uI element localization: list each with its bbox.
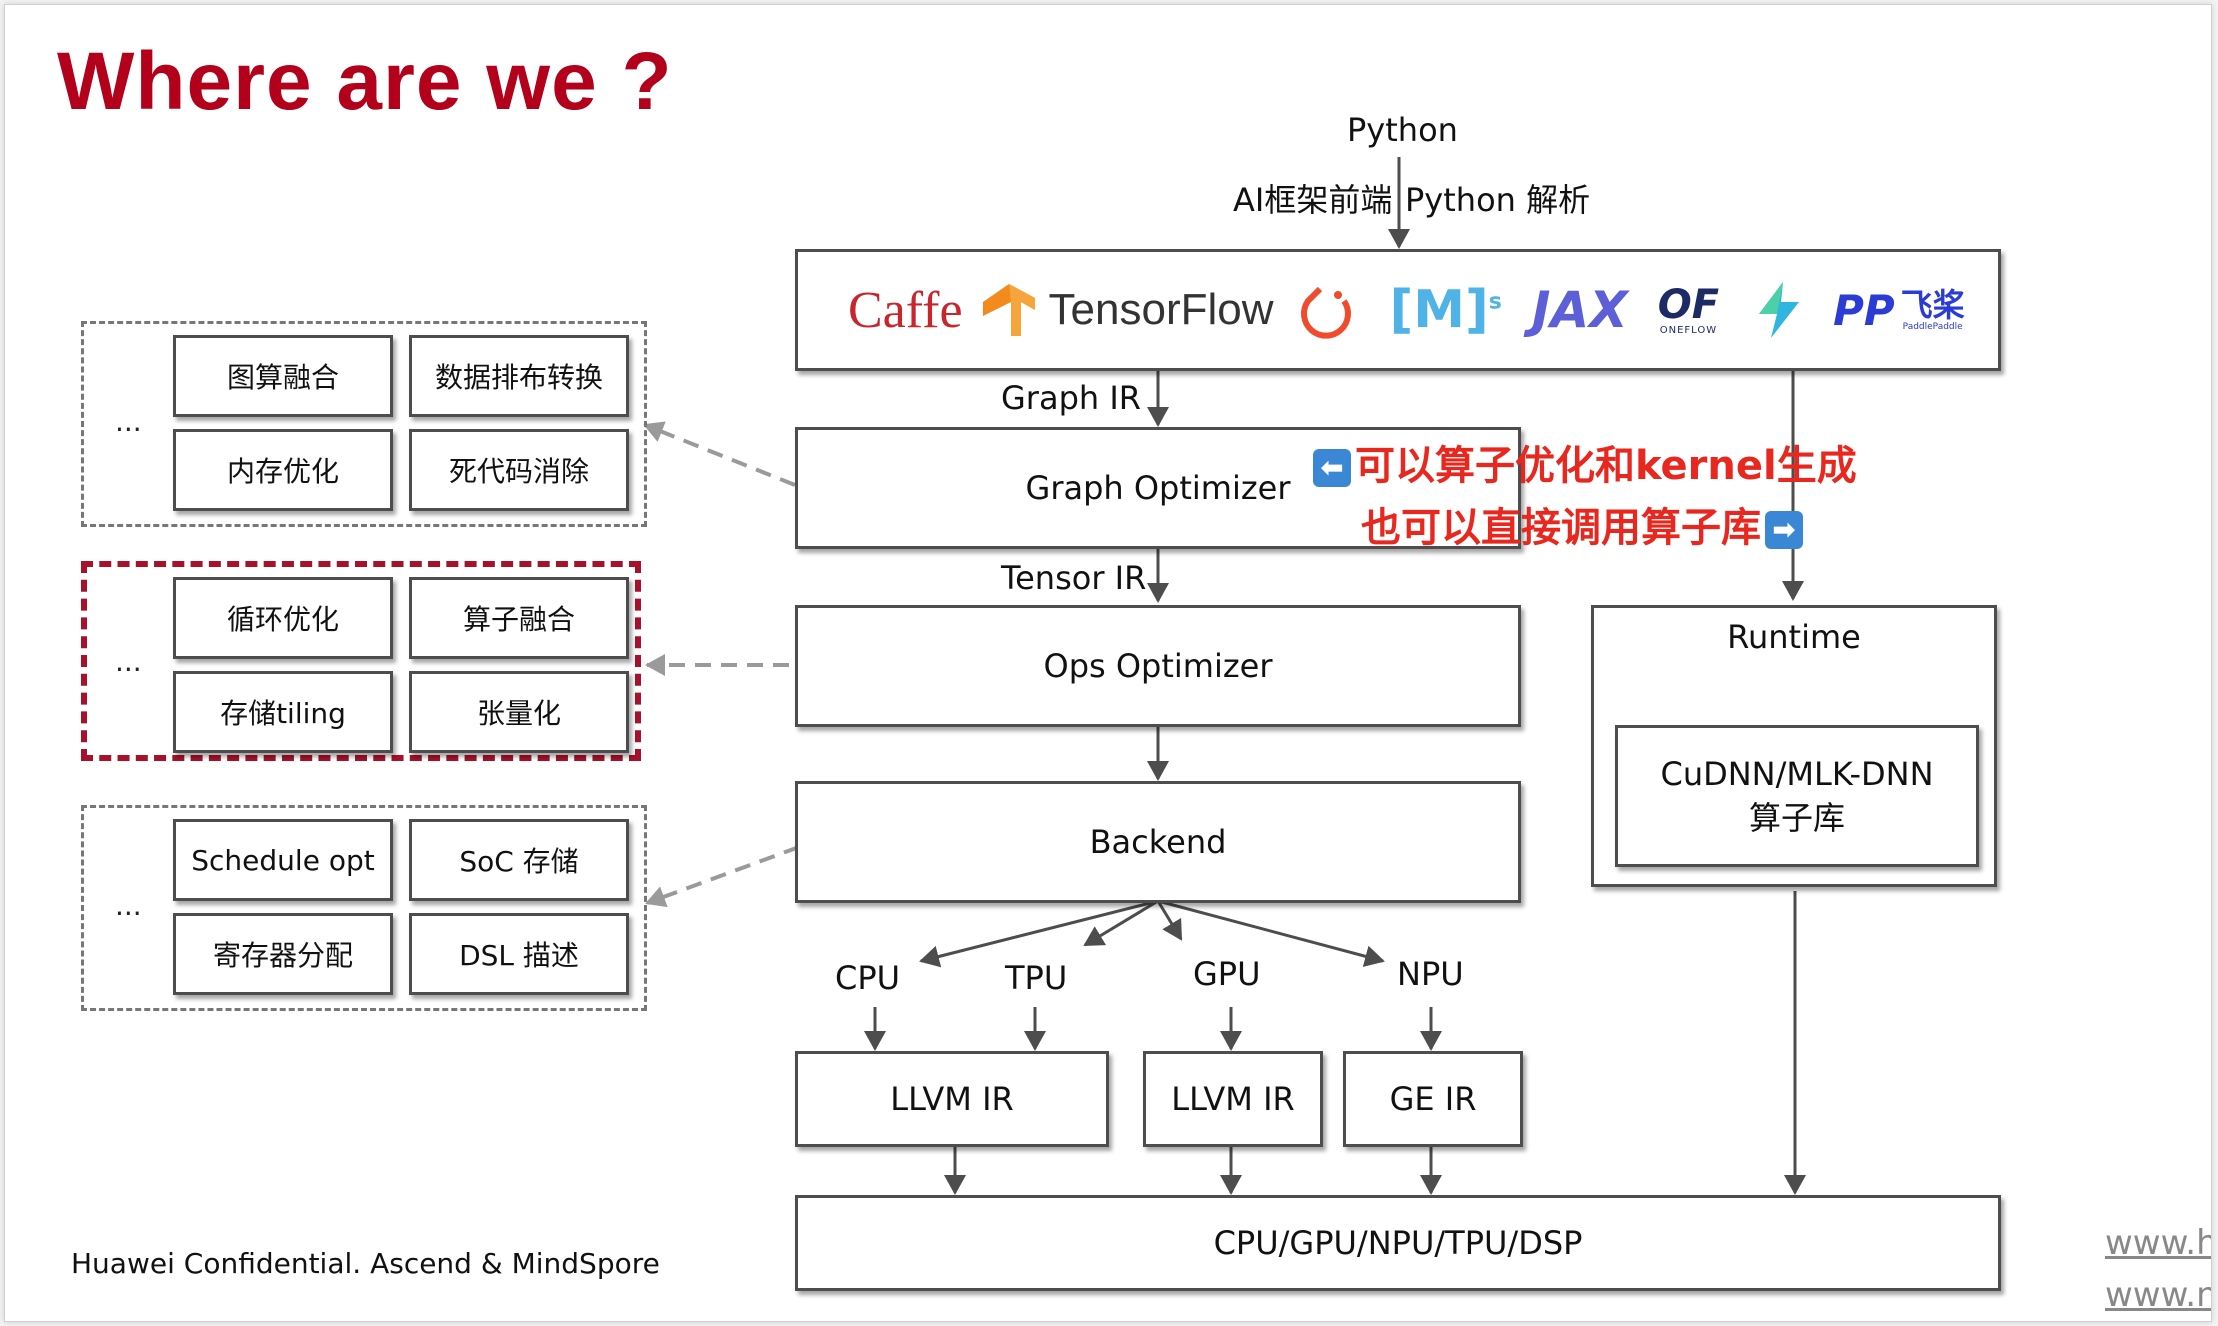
graph-optimizer-box: Graph Optimizer bbox=[795, 427, 1521, 549]
slide: Where are we ? bbox=[4, 4, 2212, 1322]
graph-opt-item-3: 内存优化 bbox=[173, 429, 393, 511]
annotation-line1: ⬅可以算子优化和kernel生成 bbox=[1309, 433, 1857, 491]
right-arrow-icon: ➡ bbox=[1765, 511, 1803, 549]
graph-opt-item-4: 死代码消除 bbox=[409, 429, 629, 511]
tensorflow-icon bbox=[982, 284, 1035, 336]
backend-box: Backend bbox=[795, 781, 1521, 903]
tensor-ir-label: Tensor IR bbox=[1001, 559, 1147, 597]
jax-logo: JAX bbox=[1531, 281, 1628, 339]
graph-opt-group bbox=[81, 321, 647, 527]
hw-gpu-label: GPU bbox=[1193, 955, 1261, 993]
ops-opt-item-1: 循环优化 bbox=[173, 577, 393, 659]
mindspore-logo-sup: s bbox=[1488, 289, 1502, 315]
graph-opt-item-2: 数据排布转换 bbox=[409, 335, 629, 417]
oneflow-mark: OF bbox=[1657, 281, 1720, 328]
slide-title: Where are we ? bbox=[57, 36, 673, 127]
ops-optimizer-box: Ops Optimizer bbox=[795, 605, 1521, 727]
frontend-right-label: Python 解析 bbox=[1405, 181, 1591, 219]
mindspore-logo: [M]s bbox=[1390, 280, 1502, 340]
graph-opt-ellipsis: ... bbox=[115, 405, 142, 438]
paddle-logo: 飞桨 PaddlePaddle bbox=[1901, 288, 1965, 332]
ops-opt-ellipsis: ... bbox=[115, 645, 142, 678]
pytorch-icon bbox=[1300, 286, 1351, 339]
backend-opt-item-1: Schedule opt bbox=[173, 819, 393, 901]
graph-opt-item-1: 图算融合 bbox=[173, 335, 393, 417]
backend-opt-item-4: DSL 描述 bbox=[409, 913, 629, 995]
watermark-link-1[interactable]: www.h bbox=[2105, 1223, 2212, 1263]
oneflow-text: ONEFLOW bbox=[1659, 324, 1718, 336]
frontend-left-label: AI框架前端 bbox=[1233, 181, 1393, 219]
graph-ir-label: Graph IR bbox=[1001, 379, 1141, 417]
paddle-cn-text: 飞桨 bbox=[1900, 286, 1965, 324]
footer-text: Huawei Confidential. Ascend & MindSpore bbox=[71, 1247, 660, 1280]
backend-opt-ellipsis: ... bbox=[115, 889, 142, 922]
oneflow-logo: OF ONEFLOW bbox=[1658, 285, 1719, 336]
ge-ir-box: GE IR bbox=[1343, 1051, 1523, 1147]
backend-opt-item-2: SoC 存储 bbox=[409, 819, 629, 901]
watermark-link-2[interactable]: www.n bbox=[2105, 1275, 2212, 1315]
cudnn-line1: CuDNN/MLK-DNN bbox=[1660, 755, 1934, 793]
paddle-en-text: PaddlePaddle bbox=[1902, 322, 1963, 332]
runtime-title: Runtime bbox=[1727, 618, 1861, 656]
backend-opt-group bbox=[81, 805, 647, 1011]
llvm-ir-box-1: LLVM IR bbox=[795, 1051, 1109, 1147]
frameworks-box: Caffe TensorFlow [M]s JAX OF ONEFLOW PP … bbox=[795, 249, 2001, 371]
ops-opt-item-4: 张量化 bbox=[409, 671, 629, 753]
hw-tpu-label: TPU bbox=[1005, 959, 1068, 997]
cudnn-line2: 算子库 bbox=[1748, 799, 1845, 837]
annotation-line2-text: 也可以直接调用算子库 bbox=[1361, 505, 1761, 551]
ops-opt-item-3: 存储tiling bbox=[173, 671, 393, 753]
tensorflow-logo: TensorFlow bbox=[1048, 285, 1274, 334]
mindspore-logo-text: [M] bbox=[1389, 280, 1489, 340]
python-label: Python bbox=[1347, 111, 1458, 149]
caffe-logo: Caffe bbox=[848, 281, 963, 339]
cudnn-box: CuDNN/MLK-DNN 算子库 bbox=[1615, 725, 1979, 867]
llvm-ir-box-2: LLVM IR bbox=[1143, 1051, 1323, 1147]
paddle-mark: PP bbox=[1833, 285, 1895, 335]
devices-box: CPU/GPU/NPU/TPU/DSP bbox=[795, 1195, 2001, 1291]
lightning-icon bbox=[1759, 282, 1800, 338]
annotation-line2: 也可以直接调用算子库➡ bbox=[1361, 495, 1807, 553]
left-arrow-icon: ⬅ bbox=[1313, 449, 1351, 487]
connectors bbox=[643, 157, 1806, 1195]
ops-opt-item-2: 算子融合 bbox=[409, 577, 629, 659]
hw-npu-label: NPU bbox=[1397, 955, 1464, 993]
hw-cpu-label: CPU bbox=[835, 959, 901, 997]
annotation-line1-text: 可以算子优化和kernel生成 bbox=[1355, 443, 1857, 489]
backend-opt-item-3: 寄存器分配 bbox=[173, 913, 393, 995]
ops-opt-group bbox=[81, 561, 641, 761]
